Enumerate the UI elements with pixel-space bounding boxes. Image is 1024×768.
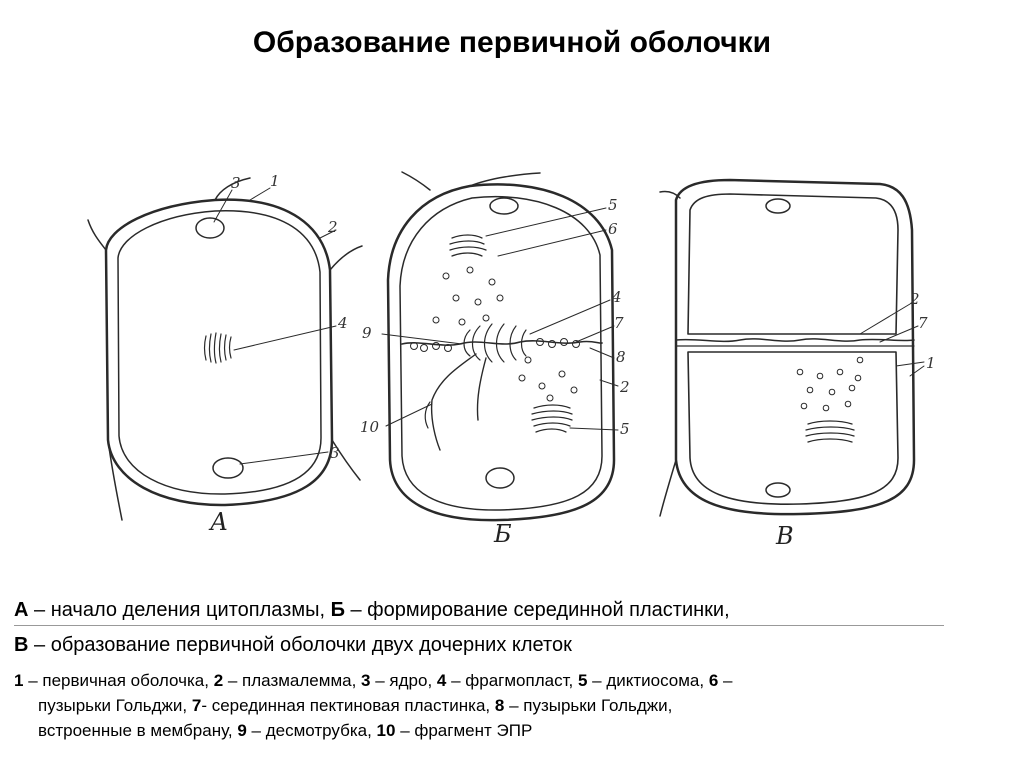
callout-a-4: 4 — [337, 314, 348, 332]
dictyosome-b-top — [449, 234, 487, 257]
legend-text: – ядро, — [370, 671, 437, 690]
page-title: Образование первичной оболочки — [252, 26, 772, 59]
panel-c: 2 7 1 В — [659, 178, 936, 550]
legend-num: 9 — [237, 721, 247, 740]
legend-line-3: встроенные в мембрану, 9 – десмотрубка, … — [14, 718, 994, 743]
legend-num: 3 — [361, 671, 371, 690]
callout-b-7: 7 — [614, 314, 624, 332]
callout-c-7: 7 — [918, 314, 928, 332]
callout-b-5-top: 5 — [608, 196, 618, 214]
plasmalemma-b — [399, 195, 603, 511]
panel-b: 5 6 4 7 9 8 2 10 5 Б — [360, 171, 630, 548]
nucleus-c-bottom — [765, 482, 791, 498]
callout-b-2: 2 — [619, 378, 630, 396]
panel-a: 3 1 2 4 3 А — [87, 172, 363, 536]
legend-line-2: пузырьки Гольджи, 7- серединная пектинов… — [14, 693, 994, 718]
nucleus-a-top — [195, 217, 225, 239]
caption-line-1: А – начало деления цитоплазмы, Б – форми… — [14, 598, 1014, 622]
panel-letter-b: Б — [493, 520, 512, 548]
caption-text-c: – образование первичной оболочки двух до… — [28, 634, 572, 656]
dictyosome-c — [805, 420, 855, 443]
nucleus-a-bottom — [212, 457, 244, 479]
callout-a-2: 2 — [327, 218, 338, 236]
legend-text: – первичная оболочка, — [23, 671, 214, 690]
caption-key-a: А — [14, 599, 29, 621]
callout-a-3-top: 3 — [231, 174, 241, 192]
nucleus-b-bottom — [485, 467, 515, 489]
panel-letter-c: В — [775, 522, 794, 550]
legend-text: – диктиосома, — [587, 671, 709, 690]
legend-text: – пузырьки Гольджи, — [504, 696, 673, 715]
nucleus-c-top — [765, 198, 791, 214]
cell-wall-b — [386, 183, 616, 522]
cell-plate-b — [401, 340, 603, 346]
cell-division-diagram: 3 1 2 4 3 А — [87, 171, 936, 550]
plasmalemma-a — [117, 210, 322, 495]
legend-text: – десмотрубка, — [246, 721, 377, 740]
legend-text: встроенные в мембрану, — [38, 721, 238, 740]
callout-b-10: 10 — [360, 418, 380, 436]
plate-vesicles-b — [410, 338, 580, 352]
nucleus-b-top — [489, 197, 519, 215]
cell-wall-c — [674, 178, 916, 516]
caption-text-b: – формирование серединной пластинки, — [344, 599, 730, 621]
callout-b-6: 6 — [608, 220, 618, 238]
callout-b-9: 9 — [362, 324, 372, 342]
callout-a-3-bottom: 3 — [330, 444, 340, 462]
caption-divider — [14, 625, 944, 626]
legend-num: 1 — [14, 671, 24, 690]
er-fragment-b — [430, 353, 487, 451]
legend-text: пузырьки Гольджи, — [38, 696, 192, 715]
callout-b-8: 8 — [616, 348, 626, 366]
callout-b-4: 4 — [611, 288, 622, 306]
phragmoplast-a — [203, 332, 232, 364]
caption-key-c: В — [14, 634, 29, 656]
caption-line-2: В – образование первичной оболочки двух … — [14, 633, 1014, 657]
legend-text: – фрагмопласт, — [446, 671, 578, 690]
legend: 1 – первичная оболочка, 2 – плазмалемма,… — [14, 668, 994, 743]
legend-num: 2 — [213, 671, 224, 690]
legend-num: 8 — [494, 696, 505, 715]
upper-daughter-cell — [687, 193, 899, 335]
lower-daughter-cell — [687, 351, 899, 505]
golgi-vesicles-c — [796, 356, 864, 412]
legend-num: 6 — [708, 671, 719, 690]
dictyosome-b-bottom — [531, 404, 573, 433]
legend-text: – фрагмент ЭПР — [395, 721, 533, 740]
panel-letter-a: А — [208, 508, 228, 536]
middle-lamella-c — [675, 338, 915, 343]
callout-a-1: 1 — [270, 172, 280, 190]
legend-num: 10 — [376, 721, 396, 740]
caption-key-b: Б — [330, 599, 345, 621]
legend-num: 5 — [577, 671, 588, 690]
legend-text: – плазмалемма, — [223, 671, 362, 690]
legend-text: - серединная пектиновая пластинка, — [201, 696, 495, 715]
legend-line-1: 1 – первичная оболочка, 2 – плазмалемма,… — [14, 671, 733, 690]
legend-num: 4 — [436, 671, 447, 690]
legend-num: 7 — [191, 696, 202, 715]
callout-b-5-bottom: 5 — [620, 420, 630, 438]
caption-text-a: – начало деления цитоплазмы, — [28, 599, 331, 621]
callout-c-2: 2 — [909, 290, 920, 308]
golgi-vesicles-b — [432, 266, 578, 402]
callout-c-1: 1 — [926, 354, 936, 372]
